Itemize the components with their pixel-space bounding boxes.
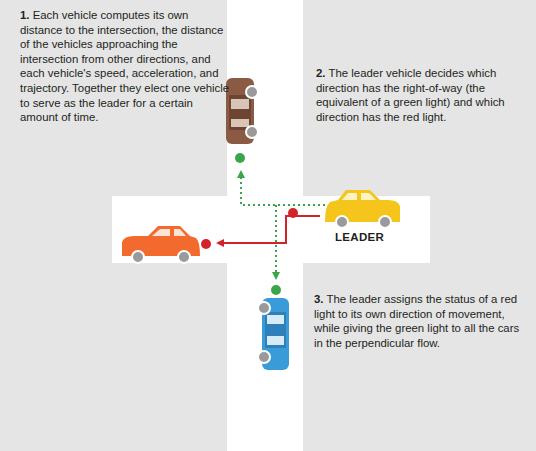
blue-car	[258, 298, 289, 370]
callout-number: 1.	[20, 9, 30, 21]
callout-text: 3. The leader assigns the status of a re…	[314, 292, 524, 350]
callout-number: 3.	[314, 293, 324, 305]
callout-body: Each vehicle computes its own distance t…	[20, 9, 229, 123]
callout-body: The leader vehicle decides which directi…	[316, 67, 505, 123]
green-light	[235, 153, 245, 163]
car-label: LEADER	[335, 231, 384, 243]
orange-car	[122, 226, 200, 263]
brown-car	[226, 78, 258, 144]
callout-text: 2. The leader vehicle decides which dire…	[316, 66, 526, 124]
green-light	[271, 285, 281, 295]
callout-body: The leader assigns the status of a red l…	[314, 293, 519, 349]
leader-car	[325, 190, 400, 228]
green-signal-line	[241, 172, 325, 205]
green-signal-line	[275, 205, 277, 278]
red-light	[201, 239, 211, 249]
callout-text: 1. Each vehicle computes its own distanc…	[20, 8, 230, 125]
callout-number: 2.	[316, 67, 326, 79]
red-signal-line	[218, 216, 320, 243]
